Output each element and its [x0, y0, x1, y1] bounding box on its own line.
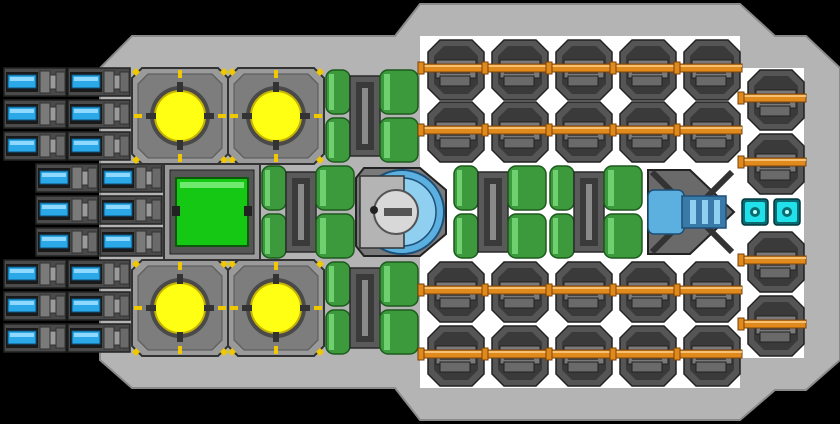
reactor-bottom-left [131, 259, 229, 357]
thruster-icon [67, 259, 131, 289]
reactor-top-left [131, 67, 229, 165]
thruster-icon [35, 227, 99, 257]
reactor-top-right [227, 67, 325, 165]
command-module [163, 163, 261, 261]
thruster-icon [67, 323, 131, 353]
nose-cannon [647, 169, 736, 255]
thruster-icon [35, 195, 99, 225]
thruster-icon [99, 227, 163, 257]
thruster-bank-top [3, 67, 131, 161]
thruster-icon [3, 99, 67, 129]
thruster-icon [99, 195, 163, 225]
reactor-bottom-right [227, 259, 325, 357]
thruster-icon [3, 131, 67, 161]
thruster-icon [67, 67, 131, 97]
thruster-icon [99, 163, 163, 193]
shield-emitter-right [773, 198, 801, 226]
thruster-icon [67, 99, 131, 129]
thruster-icon [3, 291, 67, 321]
cockpit [355, 167, 447, 257]
thruster-bank-bottom [3, 259, 131, 353]
shield-emitter-left [741, 198, 769, 226]
thruster-icon [35, 163, 99, 193]
thruster-icon [3, 323, 67, 353]
thruster-icon [3, 67, 67, 97]
thruster-icon [67, 131, 131, 161]
thruster-icon [3, 259, 67, 289]
thruster-icon [67, 291, 131, 321]
